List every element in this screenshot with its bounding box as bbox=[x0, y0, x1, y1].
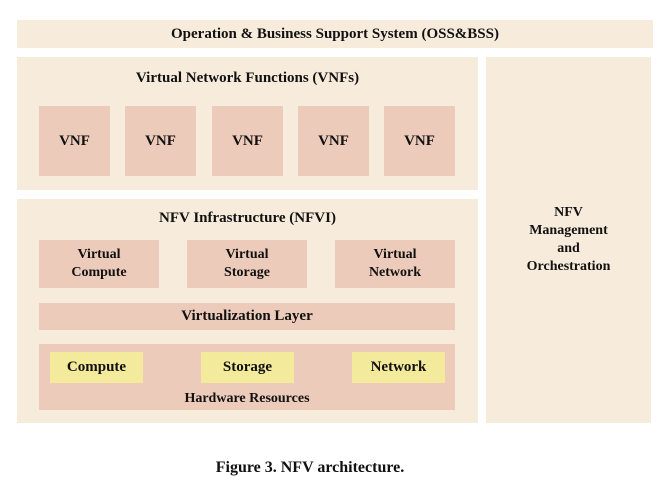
vnf-label: VNF bbox=[59, 132, 90, 149]
compute-label: Compute bbox=[66, 359, 127, 375]
virtual-compute-line2: Compute bbox=[71, 265, 127, 280]
virtual-network-line2: Network bbox=[368, 265, 422, 280]
vnf-label: VNF bbox=[318, 132, 349, 149]
vnfs-block: Virtual Network Functions (VNFs) VNF VNF… bbox=[17, 57, 478, 190]
virtual-storage-box: Virtual Storage bbox=[187, 240, 307, 288]
network-label: Network bbox=[370, 359, 427, 375]
storage-label: Storage bbox=[222, 359, 273, 375]
vnf-label: VNF bbox=[232, 132, 263, 149]
hardware-resources-title: Hardware Resources bbox=[184, 391, 310, 406]
nfvi-block: NFV Infrastructure (NFVI) Virtual Comput… bbox=[17, 199, 478, 423]
virtual-storage-line2: Storage bbox=[224, 265, 270, 280]
mano-line3: and bbox=[557, 241, 580, 256]
compute-box: Compute bbox=[50, 352, 143, 383]
vnfs-title: Virtual Network Functions (VNFs) bbox=[135, 70, 360, 86]
oss-bss-label: Operation & Business Support System (OSS… bbox=[171, 25, 499, 42]
mano-line1: NFV bbox=[554, 205, 583, 220]
virtual-network-box: Virtual Network bbox=[335, 240, 455, 288]
figure-caption: Figure 3. NFV architecture. bbox=[215, 459, 405, 476]
vnf-label: VNF bbox=[404, 132, 435, 149]
vnf-box: VNF bbox=[212, 106, 283, 176]
mano-line2: Management bbox=[529, 223, 608, 238]
virtual-compute-line1: Virtual bbox=[77, 247, 121, 262]
hardware-resources-block: Compute Storage Network Hardware Resourc… bbox=[39, 344, 455, 410]
vnf-box: VNF bbox=[39, 106, 110, 176]
mano-block: NFV Management and Orchestration bbox=[486, 57, 651, 423]
oss-bss-block: Operation & Business Support System (OSS… bbox=[17, 20, 653, 48]
virtual-network-line1: Virtual bbox=[373, 247, 417, 262]
vnf-box: VNF bbox=[384, 106, 455, 176]
mano-line4: Orchestration bbox=[526, 259, 611, 274]
vnf-label: VNF bbox=[145, 132, 176, 149]
storage-box: Storage bbox=[201, 352, 294, 383]
virtual-storage-line1: Virtual bbox=[225, 247, 269, 262]
vnf-box: VNF bbox=[125, 106, 196, 176]
nfvi-title: NFV Infrastructure (NFVI) bbox=[159, 210, 336, 226]
virtualization-layer: Virtualization Layer bbox=[39, 303, 455, 330]
vnf-box: VNF bbox=[298, 106, 369, 176]
virtual-compute-box: Virtual Compute bbox=[39, 240, 159, 288]
virtualization-layer-label: Virtualization Layer bbox=[181, 308, 313, 324]
network-box: Network bbox=[352, 352, 445, 383]
